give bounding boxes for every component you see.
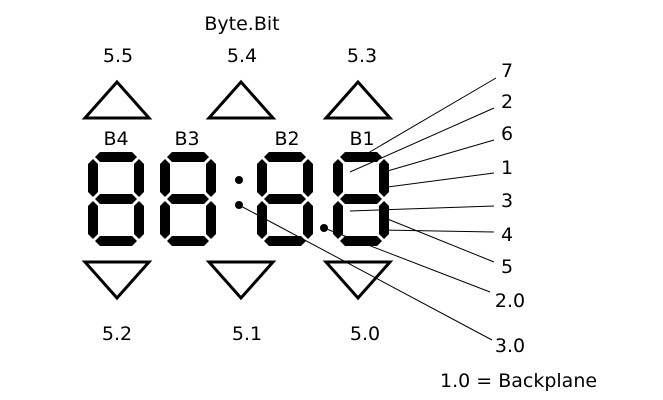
down-arrow-icon [81,260,153,301]
digit-segment [379,159,389,197]
digit-segment [95,194,137,204]
digit-segment [264,194,306,204]
down-label: 5.1 [232,323,262,345]
digit-segment [340,236,382,246]
pin-label: 5 [501,256,513,278]
digit-segment [167,152,209,162]
pin-label: 2 [501,91,513,113]
colon-upper-dot [235,176,243,184]
pin-label: 4 [501,224,513,246]
down-label: 5.0 [350,323,380,345]
leader-line [349,107,495,173]
pin-label: 3.0 [495,335,525,357]
digit-segment [206,201,216,239]
up-arrow-icon [322,79,394,120]
pin-label: 1 [501,157,513,179]
digit-segment [160,201,170,239]
digit-segment [303,159,313,197]
digit-segment [340,194,382,204]
digit-label: B2 [274,128,299,150]
leader-line [379,172,495,189]
footnote: 1.0 = Backplane [440,370,597,392]
leader-lines [238,77,497,341]
digit-label: B1 [349,128,374,150]
pin-label: 7 [501,60,513,82]
leader-line [379,229,495,233]
digit-segment [95,152,137,162]
digit-segment [264,236,306,246]
digit-segment [257,201,267,239]
digit-segment [206,159,216,197]
down-arrow-icon [322,260,394,301]
digit-segment [379,201,389,239]
up-label: 5.3 [347,45,377,67]
digit-segment [134,159,144,197]
digit-segment [257,159,267,197]
digit-segment [340,152,382,162]
up-label: 5.4 [227,45,257,67]
pin-label: 6 [501,123,513,145]
digit-label: B3 [174,128,199,150]
digit-segment [264,152,306,162]
pin-label: 2.0 [495,290,525,312]
leader-line [349,205,495,212]
digit-segment [167,194,209,204]
up-arrow-icon [81,79,153,120]
digit-label: B4 [103,128,128,150]
digit-segment [88,159,98,197]
leader-line [383,139,495,173]
title: Byte.Bit [204,13,279,35]
up-label: 5.5 [103,45,133,67]
leader-line [238,204,493,341]
leader-line [367,77,497,154]
digit-segment [333,159,343,197]
digit-segment [160,159,170,197]
digit-segment [88,201,98,239]
digit-segment [167,236,209,246]
leader-line [384,217,495,263]
up-arrow-icon [205,79,277,120]
digit-segment [303,201,313,239]
leader-line [323,227,491,293]
digit-segment [134,201,144,239]
down-label: 5.2 [102,323,132,345]
down-arrow-icon [205,260,277,301]
pin-label: 3 [501,190,513,212]
digit-segment [333,201,343,239]
digit-segment [95,236,137,246]
